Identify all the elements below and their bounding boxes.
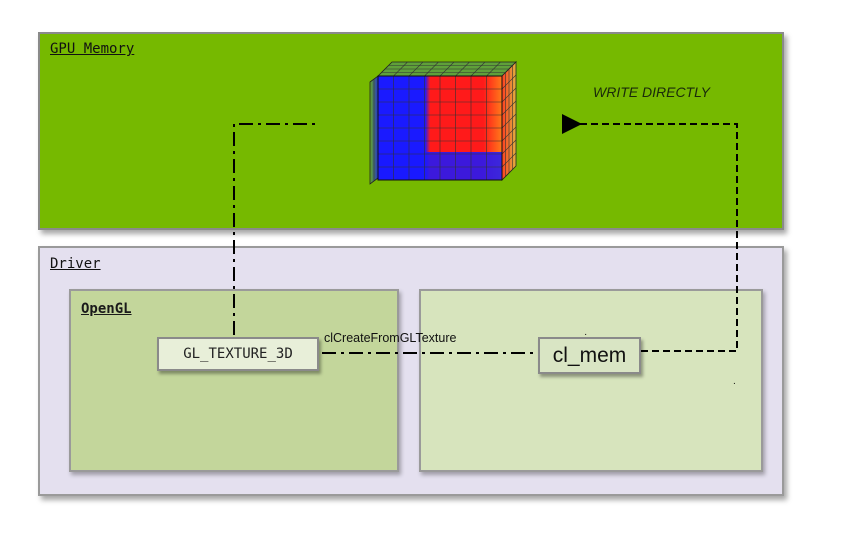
gl-texture-link: [233, 123, 316, 335]
write-directly-edge: [562, 114, 738, 352]
write-directly-label: WRITE DIRECTLY: [593, 84, 710, 100]
opencl-region: [419, 289, 763, 472]
cl-create-from-gl-texture-label: clCreateFromGLTexture: [324, 331, 457, 345]
cl-mem-node: cl_mem: [538, 337, 641, 374]
gl-texture-3d-label: GL_TEXTURE_3D: [183, 346, 293, 362]
stray-dot-mark: .: [733, 376, 736, 387]
opengl-title: OpenGL: [81, 301, 132, 317]
gl-texture-3d-node: GL_TEXTURE_3D: [157, 337, 319, 371]
stray-dot-mark: ·: [584, 329, 588, 340]
gpu-memory-title: GPU Memory: [50, 41, 135, 57]
voxel-cube-icon: [369, 61, 517, 185]
opengl-region: OpenGL: [69, 289, 399, 472]
driver-title: Driver: [50, 256, 101, 272]
cl-mem-label: cl_mem: [552, 343, 627, 367]
